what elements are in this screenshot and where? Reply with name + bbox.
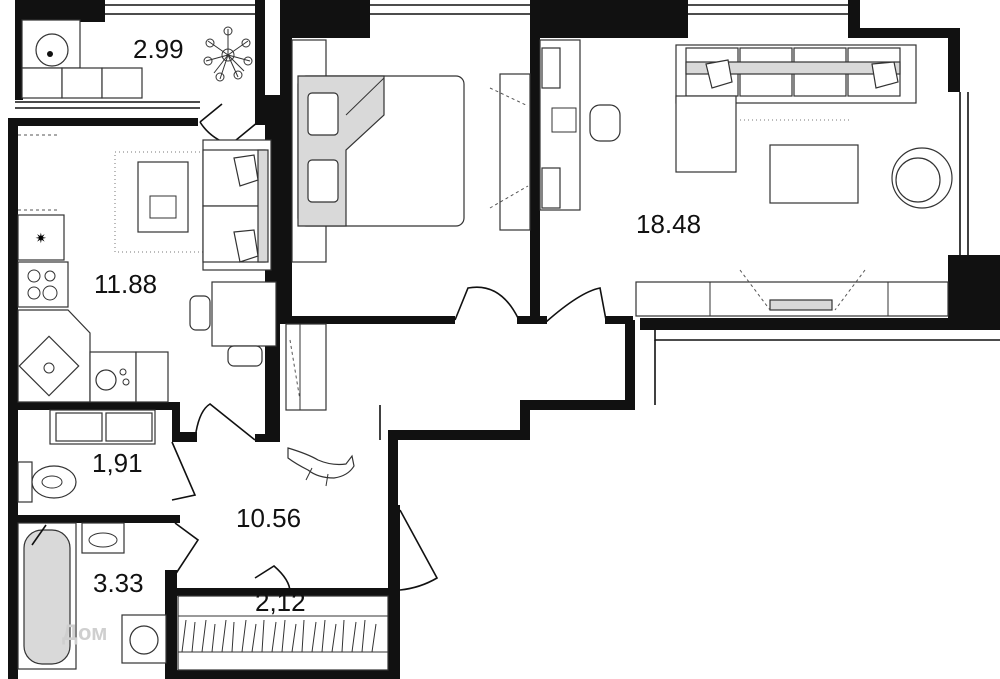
- toilet: 1,91: [17, 409, 197, 503]
- room-area-label: 2,12: [255, 587, 306, 617]
- bedroom: [291, 39, 531, 321]
- watermark-text: Дом: [62, 620, 107, 645]
- room-area-label: 1,91: [92, 448, 143, 478]
- room-area-label: 10.56: [236, 503, 301, 533]
- room-area-label: 11.88: [94, 269, 157, 299]
- balcony: 2.99: [21, 19, 259, 146]
- living-room: 18.48: [539, 39, 953, 323]
- room-area-label: 18.48: [636, 209, 701, 239]
- plant-icon: [203, 26, 253, 82]
- hob-icon: ✷: [35, 231, 47, 247]
- walls: [8, 0, 1000, 679]
- loggia: 2,12: [177, 587, 389, 671]
- room-area-label: 2.99: [133, 34, 184, 64]
- hallway: 10.56: [195, 323, 439, 593]
- room-area-label: 3.33: [93, 568, 144, 598]
- bathroom: 3.33: [17, 522, 200, 670]
- cat-icon: [287, 447, 355, 487]
- kitchen: ✷ 11.88: [17, 134, 277, 403]
